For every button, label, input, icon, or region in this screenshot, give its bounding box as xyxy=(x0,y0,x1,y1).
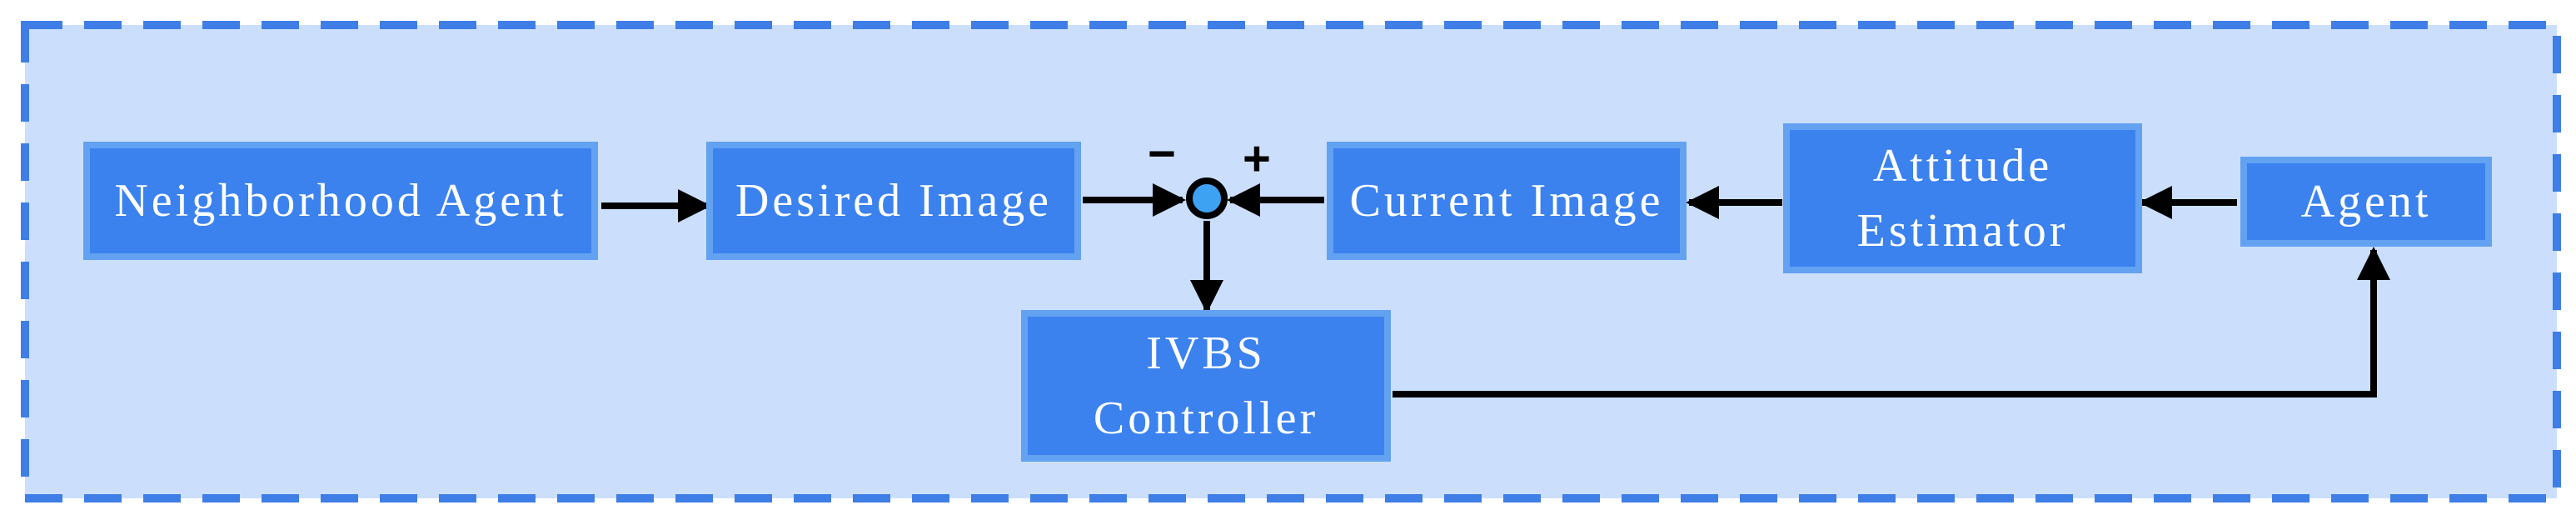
block-neighborhood-agent: Neighborhood Agent xyxy=(83,142,598,260)
block-current-image: Current Image xyxy=(1327,142,1687,260)
block-agent: Agent xyxy=(2240,157,2492,247)
block-desired-image: Desired Image xyxy=(706,142,1081,260)
block-ivbs-controller: IVBS Controller xyxy=(1021,310,1391,462)
summing-plus-sign: + xyxy=(1243,132,1271,186)
block-attitude-estimator: Attitude Estimator xyxy=(1783,123,2142,273)
arrow-controller-to-agent xyxy=(1393,247,2390,398)
summing-minus-sign: − xyxy=(1148,127,1176,181)
summing-junction xyxy=(1186,178,1228,219)
